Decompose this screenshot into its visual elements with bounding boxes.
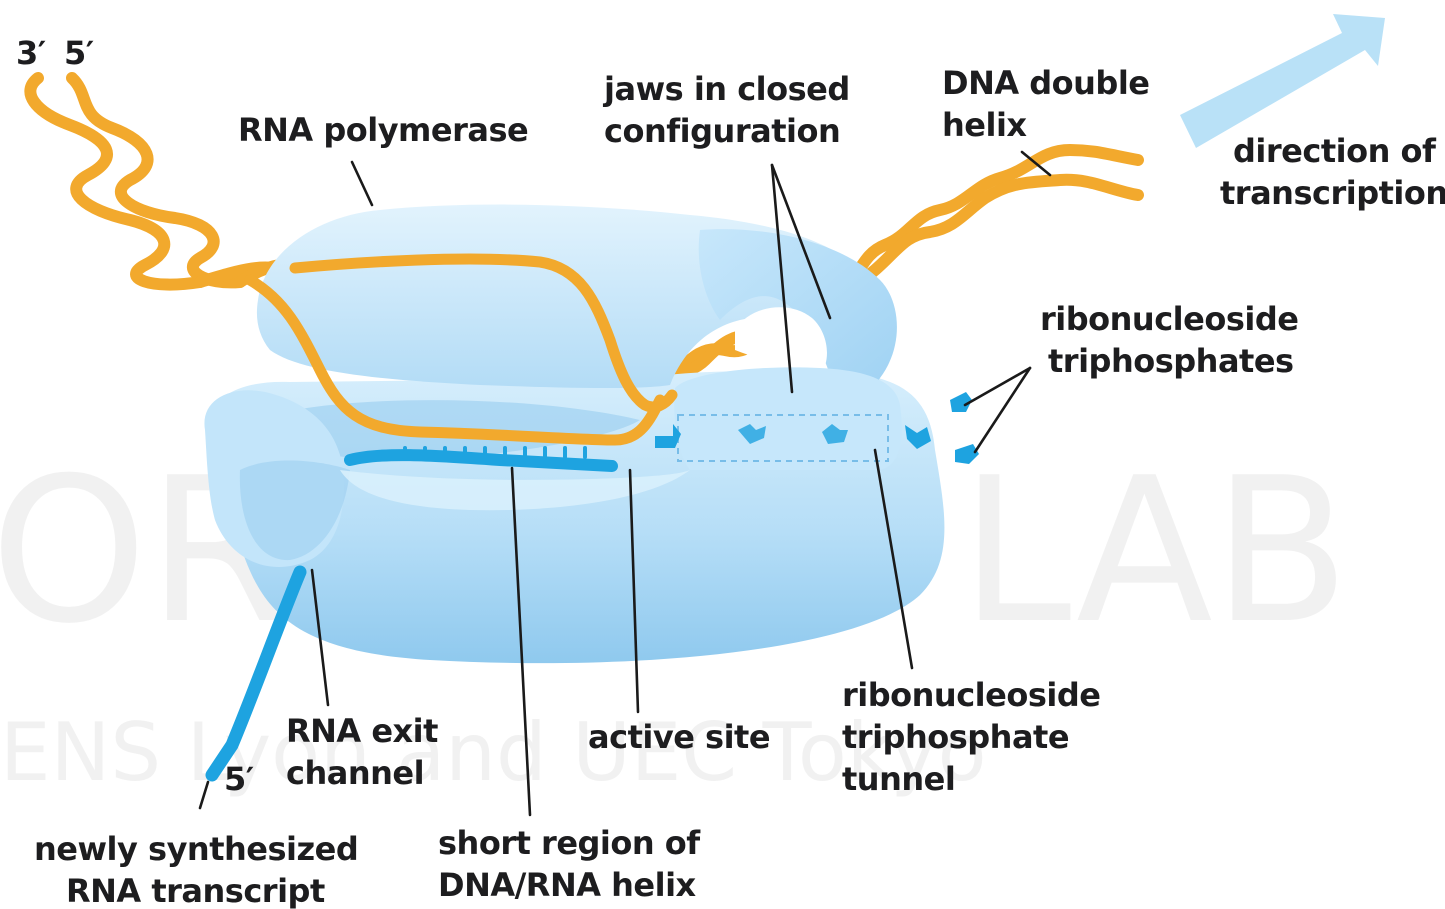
label-3-prime: 3′ <box>16 34 46 72</box>
label-jaws-line2: configuration <box>604 112 840 150</box>
label-short-line1: short region of <box>438 824 701 862</box>
label-direction-line2: transcription <box>1220 174 1445 212</box>
leader-rna-polymerase <box>352 162 372 205</box>
label-transcript-line2: RNA transcript <box>66 872 325 909</box>
label-5-prime: 5′ <box>64 34 94 72</box>
label-exit-line1: RNA exit <box>286 712 438 750</box>
label-active-site: active site <box>588 718 770 756</box>
label-tunnel-line2: triphosphate <box>842 718 1069 756</box>
watermark-text-bottom: ENS Lyon and UEC Tokyo <box>0 706 987 799</box>
label-ntp-line2: triphosphates <box>1048 342 1294 380</box>
label-direction-line1: direction of <box>1233 132 1437 170</box>
leader-ntp-a <box>965 368 1030 405</box>
label-transcript-line1: newly synthesized <box>34 830 358 868</box>
watermark-text-right: LAB <box>960 435 1350 668</box>
label-jaws-line1: jaws in closed <box>602 70 850 108</box>
label-short-line2: DNA/RNA helix <box>438 866 697 904</box>
label-tunnel-line1: ribonucleoside <box>842 676 1100 714</box>
label-exit-line2: channel <box>286 754 424 792</box>
label-dna-line2: helix <box>942 106 1027 144</box>
label-dna-line1: DNA double <box>942 64 1150 102</box>
label-tunnel-line3: tunnel <box>842 760 955 798</box>
label-rna-polymerase: RNA polymerase <box>238 111 528 149</box>
dna-helix-left <box>30 78 300 285</box>
direction-arrow <box>1180 14 1385 148</box>
label-ntp-line1: ribonucleoside <box>1040 300 1298 338</box>
label-rna-5-prime: 5′ <box>224 760 254 798</box>
